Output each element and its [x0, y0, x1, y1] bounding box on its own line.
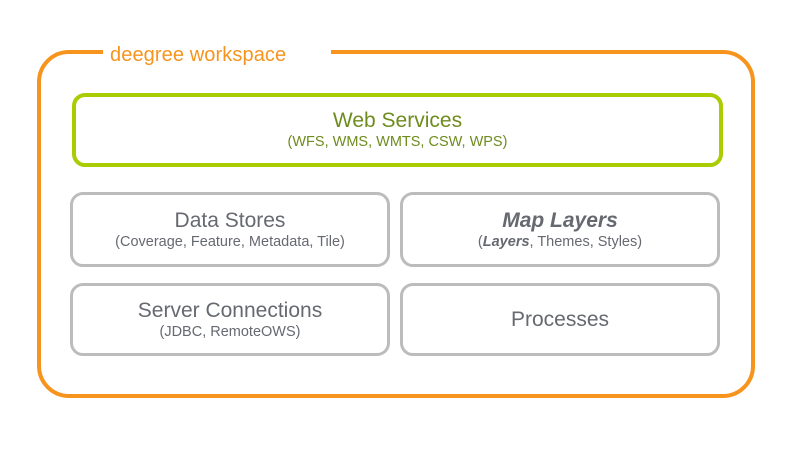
- box-server-connections-title: Server Connections: [137, 298, 323, 322]
- box-map-layers-title: Map Layers: [502, 208, 618, 232]
- box-map-layers-subtitle-rest: , Themes, Styles): [529, 233, 643, 250]
- workspace-frame: [37, 50, 755, 398]
- box-data-stores: Data Stores (Coverage, Feature, Metadata…: [70, 192, 390, 267]
- box-server-connections: Server Connections (JDBC, RemoteOWS): [70, 283, 390, 356]
- box-map-layers-subtitle: (Layers, Themes, Styles): [478, 233, 642, 252]
- box-server-connections-subtitle: (JDBC, RemoteOWS): [159, 323, 301, 340]
- box-data-stores-subtitle: (Coverage, Feature, Metadata, Tile): [115, 233, 345, 250]
- box-web-services-subtitle: (WFS, WMS, WMTS, CSW, WPS): [287, 134, 508, 150]
- box-data-stores-title: Data Stores: [174, 208, 286, 232]
- box-map-layers-subtitle-emphasis: Layers: [482, 233, 530, 250]
- box-web-services-title: Web Services: [332, 109, 463, 132]
- box-processes-title: Processes: [510, 308, 610, 331]
- box-map-layers-subtitle-open: (: [477, 233, 483, 250]
- workspace-frame-title-gap: [103, 42, 331, 60]
- box-map-layers: Map Layers (Layers, Themes, Styles): [400, 192, 720, 267]
- box-web-services: Web Services (WFS, WMS, WMTS, CSW, WPS): [72, 93, 723, 167]
- workspace-title: deegree workspace: [110, 44, 287, 66]
- box-processes: Processes: [400, 283, 720, 356]
